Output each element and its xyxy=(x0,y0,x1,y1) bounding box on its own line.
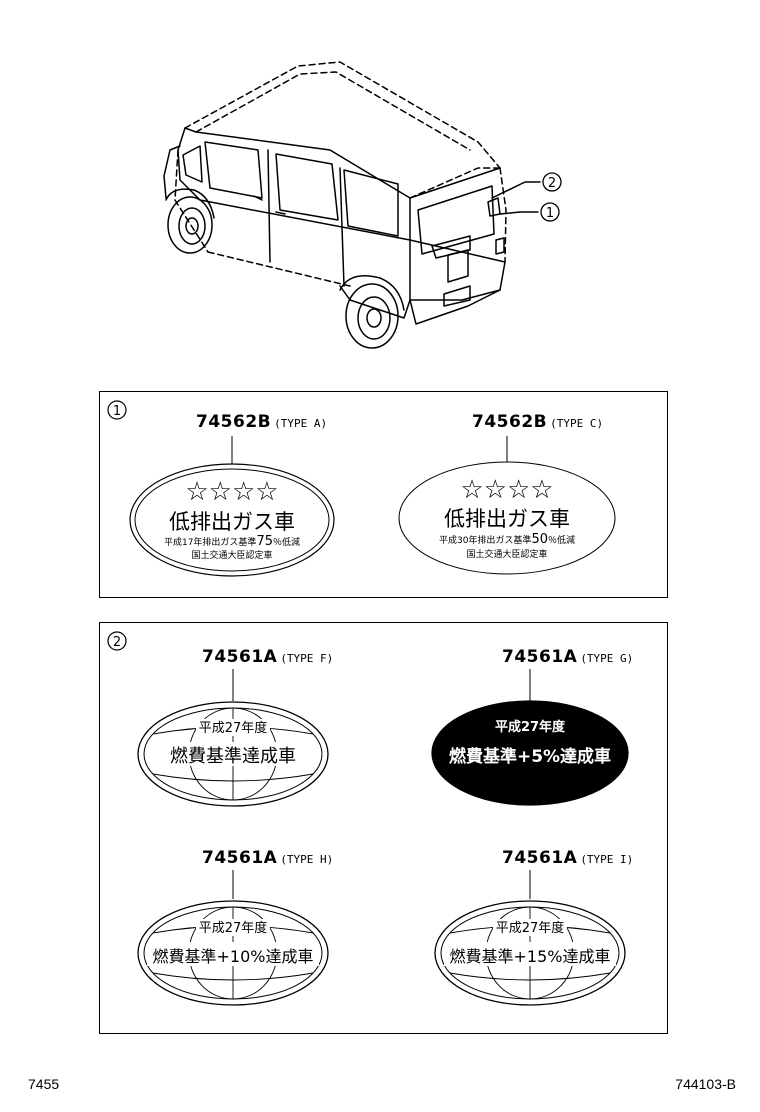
svg-text:国土交通大臣認定車: 国土交通大臣認定車 xyxy=(191,549,272,561)
footer-illustration-number: 744103-B xyxy=(675,1076,736,1092)
svg-text:平成27年度: 平成27年度 xyxy=(495,719,566,735)
svg-text:平成27年度: 平成27年度 xyxy=(496,920,565,936)
emission-label-type-c: ☆☆☆☆ 低排出ガス車 平成30年排出ガス基準50％低減 国土交通大臣認定車 xyxy=(398,461,616,575)
svg-text:2: 2 xyxy=(548,176,556,191)
fuel-label-type-h: 平成27年度 燃費基準+10%達成車 xyxy=(137,900,329,1006)
label-panel-2: 2 平成27年度 燃費基準達成車 平成27年度 燃費基準+5%達成車 平成27年… xyxy=(99,622,668,1034)
van-illustration: 2 1 xyxy=(163,61,562,349)
fuel-label-type-i: 平成27年度 燃費基準+15%達成車 xyxy=(434,900,626,1006)
panel-1-index: 1 xyxy=(107,400,127,420)
label-main: 燃費基準達成車 xyxy=(170,746,296,767)
part-number-74561A-type-f: 74561A(TYPE F) xyxy=(202,647,334,667)
footer-page-code: 7455 xyxy=(28,1076,60,1092)
svg-text:平成30年排出ガス基準50％低減: 平成30年排出ガス基準50％低減 xyxy=(439,532,575,547)
svg-text:1: 1 xyxy=(113,404,121,419)
label-main: 低排出ガス車 xyxy=(444,507,570,531)
emission-label-type-a: ☆☆☆☆ 低排出ガス車 平成17年排出ガス基準75％低減 国土交通大臣認定車 xyxy=(129,463,335,577)
label-panel-1: 1 ☆☆☆☆ 低排出ガス車 平成17年排出ガス基準75％低減 国土交通大臣認定車… xyxy=(99,391,668,598)
label-main: 低排出ガス車 xyxy=(169,510,295,534)
fuel-label-type-f: 平成27年度 燃費基準達成車 xyxy=(137,701,329,807)
callout-2: 2 xyxy=(542,172,562,192)
part-number-74562B-type-c: 74562B(TYPE C) xyxy=(472,412,604,432)
svg-text:国土交通大臣認定車: 国土交通大臣認定車 xyxy=(466,548,547,560)
stars: ☆☆☆☆ xyxy=(185,477,278,507)
svg-text:1: 1 xyxy=(546,206,554,221)
svg-text:2: 2 xyxy=(113,635,121,650)
label-main: 燃費基準+10%達成車 xyxy=(153,947,314,966)
svg-text:平成27年度: 平成27年度 xyxy=(199,720,268,736)
part-number-74561A-type-i: 74561A(TYPE I) xyxy=(502,848,634,868)
panel-2-index: 2 xyxy=(107,631,127,651)
stars: ☆☆☆☆ xyxy=(460,475,553,505)
svg-text:平成27年度: 平成27年度 xyxy=(199,920,268,936)
label-main: 燃費基準+5%達成車 xyxy=(449,746,611,767)
part-number-74561A-type-g: 74561A(TYPE G) xyxy=(502,647,634,667)
fuel-label-type-g: 平成27年度 燃費基準+5%達成車 xyxy=(431,700,629,806)
callout-1: 1 xyxy=(540,202,560,222)
part-number-74562B-type-a: 74562B(TYPE A) xyxy=(196,412,328,432)
part-number-74561A-type-h: 74561A(TYPE H) xyxy=(202,848,334,868)
label-main: 燃費基準+15%達成車 xyxy=(450,947,611,966)
svg-text:平成17年排出ガス基準75％低減: 平成17年排出ガス基準75％低減 xyxy=(164,534,300,549)
